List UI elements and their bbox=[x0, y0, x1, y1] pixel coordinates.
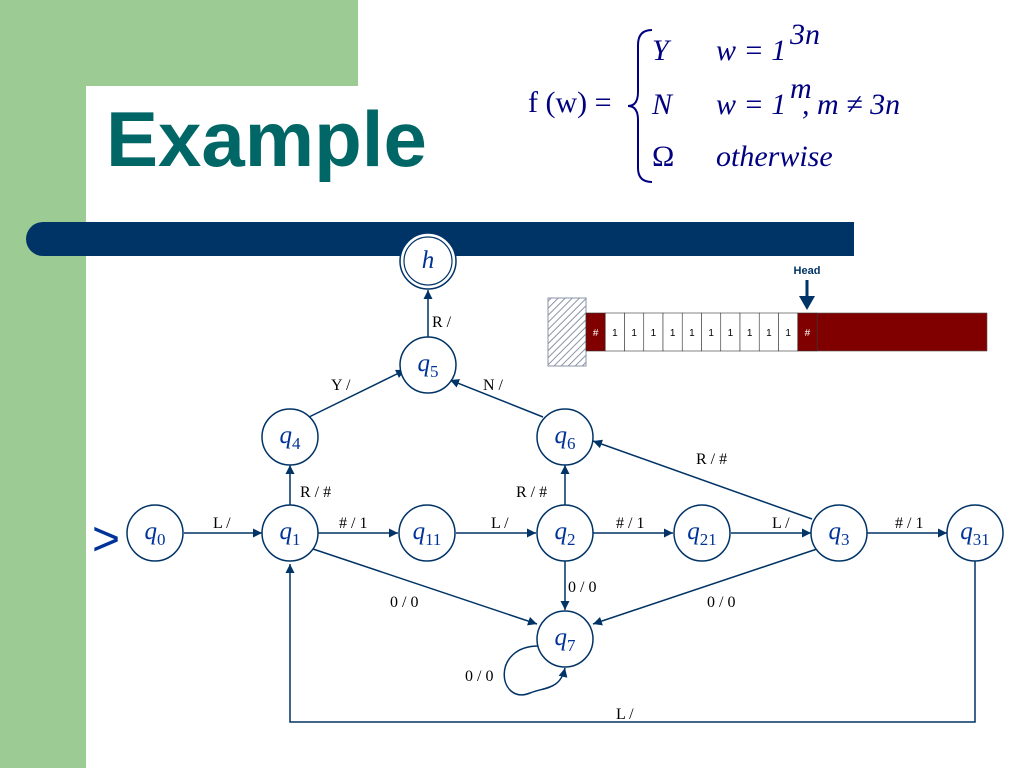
tape-cell-symbol: # bbox=[805, 328, 811, 339]
svg-text:q21: q21 bbox=[687, 518, 717, 549]
label-q2-q6: R / # bbox=[516, 484, 547, 501]
svg-text:q7: q7 bbox=[555, 624, 577, 655]
formula-brace bbox=[627, 29, 653, 183]
case-1-condition: w = 1 bbox=[716, 34, 786, 67]
state-q2: q2 bbox=[536, 504, 594, 562]
edge-q31-q1 bbox=[285, 561, 976, 723]
tape-fill bbox=[816, 312, 988, 352]
tape-cell-symbol: 1 bbox=[612, 328, 618, 339]
label-q3-q6: R / # bbox=[696, 451, 727, 468]
transition-labels: R / Y / N / L / R / # # / 1 L / R / # # … bbox=[213, 314, 923, 723]
tape-cell-symbol: 1 bbox=[651, 328, 657, 339]
formula-lhs: f (w) = bbox=[528, 86, 612, 119]
state-h: h bbox=[399, 232, 457, 290]
tape: Head #1 1 1 1 1 1 1 1 1 1 # bbox=[547, 265, 988, 367]
svg-text:q11: q11 bbox=[413, 518, 442, 549]
label-q4-q5: Y / bbox=[331, 377, 351, 394]
label-q2-q7: 0 / 0 bbox=[568, 579, 596, 596]
svg-text:q3: q3 bbox=[829, 518, 850, 549]
label-q0-q1: L / bbox=[213, 515, 231, 532]
tape-cell-symbol: 1 bbox=[670, 328, 676, 339]
svg-text:q31: q31 bbox=[960, 518, 990, 549]
case-2-result: N bbox=[651, 88, 674, 121]
tape-cell-symbol: 1 bbox=[785, 328, 791, 339]
svg-text:q4: q4 bbox=[280, 422, 302, 453]
label-q3-q7: 0 / 0 bbox=[707, 594, 735, 611]
svg-text:q6: q6 bbox=[555, 422, 576, 453]
states: h q5 q4 q6 q0 q1 q11 q2 bbox=[126, 232, 1004, 668]
state-q6: q6 bbox=[536, 408, 594, 466]
state-q1: q1 bbox=[261, 504, 319, 562]
edge-q6-q5 bbox=[449, 379, 544, 418]
transition-edges bbox=[184, 290, 976, 723]
case-2-suffix: , m ≠ 3n bbox=[802, 88, 900, 121]
label-q31-q1: L / bbox=[616, 706, 634, 723]
head-label: Head bbox=[794, 265, 821, 277]
label-q11-q2: L / bbox=[491, 515, 509, 532]
edge-q7-loop bbox=[503, 645, 568, 696]
svg-text:h: h bbox=[422, 247, 435, 274]
svg-text:q0: q0 bbox=[145, 518, 166, 549]
state-q5: q5 bbox=[399, 336, 457, 394]
label-q2-q21: # / 1 bbox=[616, 515, 644, 532]
label-q1-q11: # / 1 bbox=[339, 515, 367, 532]
tape-cell-symbol: 1 bbox=[708, 328, 714, 339]
label-q7-loop: 0 / 0 bbox=[465, 668, 493, 685]
case-3-condition: otherwise bbox=[716, 140, 833, 173]
edge-q1-q7 bbox=[312, 548, 538, 626]
state-q11: q11 bbox=[398, 504, 456, 562]
case-3-result: Ω bbox=[652, 140, 674, 173]
tape-cell-symbol: 1 bbox=[689, 328, 695, 339]
state-q0: q0 bbox=[126, 504, 184, 562]
tape-cell-symbol: 1 bbox=[728, 328, 734, 339]
tape-cell bbox=[797, 312, 818, 352]
case-1-result: Y bbox=[652, 34, 672, 67]
svg-text:q1: q1 bbox=[280, 518, 301, 549]
label-q5-h: R / bbox=[432, 314, 452, 331]
tape-cells: #1 1 1 1 1 1 1 1 1 1 # bbox=[585, 312, 818, 352]
decor-green-sidebar bbox=[0, 0, 86, 768]
tape-cell-symbol: 1 bbox=[766, 328, 772, 339]
case-2-exponent: m bbox=[790, 72, 812, 105]
case-2-condition: w = 1 bbox=[716, 88, 786, 121]
tape-cell-symbol: 1 bbox=[747, 328, 753, 339]
state-q7: q7 bbox=[536, 610, 594, 668]
case-1-exponent: 3n bbox=[789, 18, 820, 51]
label-q1-q7: 0 / 0 bbox=[390, 594, 418, 611]
formula: f (w) = Y w = 1 3n N w = 1 m , m ≠ 3n Ω … bbox=[528, 18, 900, 183]
state-q31: q31 bbox=[946, 504, 1004, 562]
svg-text:q2: q2 bbox=[555, 518, 576, 549]
edge-q3-q6 bbox=[592, 439, 813, 520]
edge-q4-q5 bbox=[306, 369, 406, 419]
tape-left-end bbox=[547, 297, 587, 367]
svg-text:q5: q5 bbox=[418, 350, 439, 381]
label-q3-q31: # / 1 bbox=[895, 515, 923, 532]
label-q21-q3: L / bbox=[772, 515, 790, 532]
edge-q3-q7 bbox=[592, 548, 818, 626]
label-q1-q4: R / # bbox=[300, 484, 331, 501]
start-marker: > bbox=[92, 513, 120, 566]
tape-cell-symbol: 1 bbox=[631, 328, 637, 339]
head-arrow-tip-icon bbox=[799, 296, 815, 310]
state-q21: q21 bbox=[673, 504, 731, 562]
decor-green-top bbox=[0, 0, 358, 86]
state-q3: q3 bbox=[810, 504, 868, 562]
label-q6-q5: N / bbox=[483, 377, 504, 394]
state-q4: q4 bbox=[261, 408, 319, 466]
slide-title: Example bbox=[106, 95, 427, 183]
tape-cell-symbol: # bbox=[593, 328, 599, 339]
